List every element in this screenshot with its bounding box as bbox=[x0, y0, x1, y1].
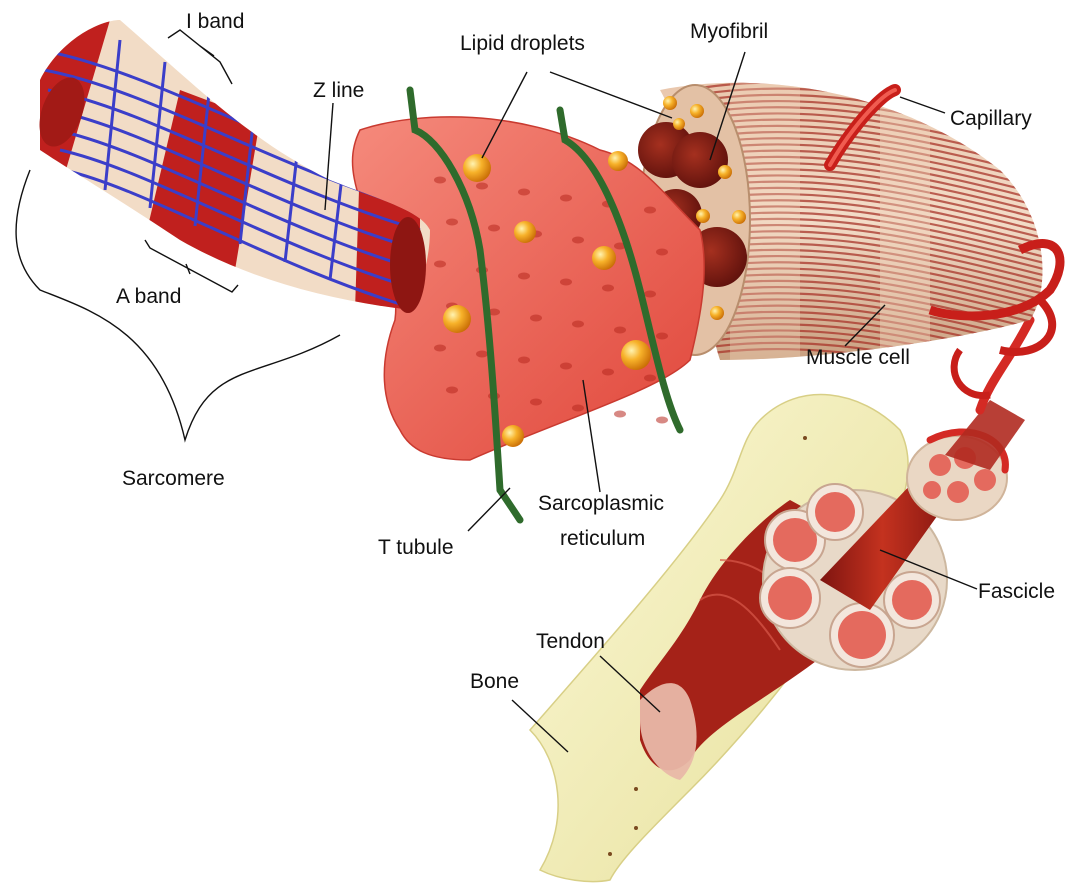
reticulum-pore bbox=[602, 369, 614, 376]
label-reticulum: reticulum bbox=[560, 527, 645, 550]
reticulum-pore bbox=[644, 207, 656, 214]
t-tubule-leader bbox=[468, 488, 510, 531]
reticulum-pore bbox=[518, 273, 530, 280]
label-tendon: Tendon bbox=[536, 630, 605, 653]
reticulum-pore bbox=[614, 411, 626, 418]
label-lipid-droplets: Lipid droplets bbox=[460, 32, 585, 55]
label-z-line: Z line bbox=[313, 79, 364, 102]
reticulum-pore bbox=[530, 315, 542, 322]
reticulum-pore bbox=[476, 351, 488, 358]
reticulum-pore bbox=[572, 321, 584, 328]
reticulum-pore bbox=[446, 219, 458, 226]
reticulum-pore bbox=[572, 237, 584, 244]
reticulum-pore bbox=[518, 189, 530, 196]
label-myofibril: Myofibril bbox=[690, 20, 768, 43]
label-a-band: A band bbox=[116, 285, 181, 308]
capillary-leader bbox=[900, 97, 945, 113]
reticulum-pore bbox=[434, 177, 446, 184]
label-capillary: Capillary bbox=[950, 107, 1032, 130]
lipid-droplets-leader-2 bbox=[550, 72, 672, 118]
label-i-band: I band bbox=[186, 10, 244, 33]
reticulum-pore bbox=[560, 363, 572, 370]
reticulum-pore bbox=[560, 195, 572, 202]
reticulum-pore bbox=[488, 225, 500, 232]
reticulum-pore bbox=[602, 285, 614, 292]
label-sarcomere: Sarcomere bbox=[122, 467, 225, 490]
reticulum-pore bbox=[644, 291, 656, 298]
reticulum-pore bbox=[656, 333, 668, 340]
label-t-tubule: T tubule bbox=[378, 536, 454, 559]
reticulum-pore bbox=[656, 249, 668, 256]
label-muscle-cell: Muscle cell bbox=[806, 346, 910, 369]
reticulum-pore bbox=[434, 345, 446, 352]
reticulum-pore bbox=[446, 387, 458, 394]
reticulum-pore bbox=[530, 399, 542, 406]
reticulum-pore bbox=[476, 183, 488, 190]
label-sarcoplasmic: Sarcoplasmic bbox=[538, 492, 664, 515]
label-bone: Bone bbox=[470, 670, 519, 693]
reticulum-pore bbox=[656, 417, 668, 424]
reticulum-pore bbox=[644, 375, 656, 382]
reticulum-pore bbox=[518, 357, 530, 364]
reticulum-pore bbox=[572, 405, 584, 412]
label-fascicle: Fascicle bbox=[978, 580, 1055, 603]
reticulum-pore bbox=[560, 279, 572, 286]
reticulum-pore bbox=[614, 327, 626, 334]
reticulum-pore bbox=[434, 261, 446, 268]
